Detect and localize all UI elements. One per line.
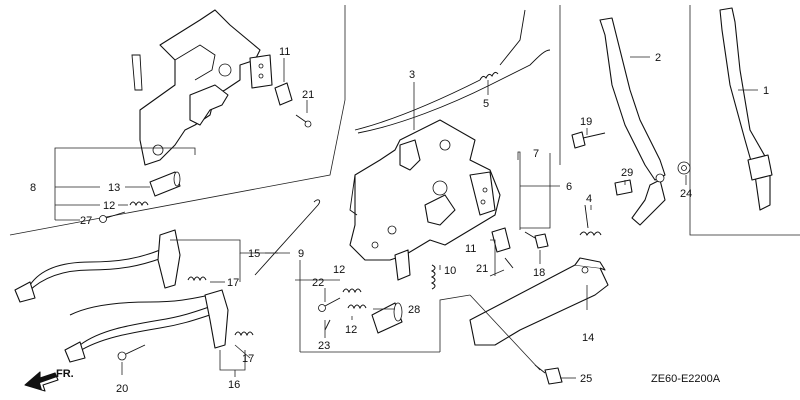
callout-27: 27	[80, 215, 92, 227]
part-9-rod	[254, 199, 321, 276]
callout-labels: 1 2 3 4 5 6 7 8 9 10 11 11 12 12 12 13 1…	[30, 46, 769, 395]
callout-23: 23	[318, 340, 330, 352]
callout-13: 13	[108, 182, 120, 194]
part-4-spring	[579, 204, 602, 236]
callout-4: 4	[586, 193, 592, 205]
callout-21-center: 21	[476, 263, 488, 275]
part-29-clip	[614, 179, 633, 196]
governor-bracket-assembly	[131, 9, 273, 166]
callout-6: 6	[566, 181, 572, 193]
callout-2: 2	[655, 52, 661, 64]
callout-28: 28	[408, 304, 420, 316]
part-24-nut	[677, 161, 691, 175]
front-direction-arrow: FR.	[24, 368, 74, 392]
front-direction-label: FR.	[56, 368, 74, 380]
diagram-code: ZE60-E2200A	[651, 373, 721, 385]
callout-10: 10	[444, 265, 456, 277]
callout-11-top: 11	[279, 46, 290, 58]
callout-7: 7	[533, 148, 539, 160]
callout-1: 1	[763, 85, 769, 97]
part-12-spring-left	[129, 201, 149, 207]
leader-lines	[54, 56, 758, 379]
part-11-top-clip	[274, 82, 293, 106]
part-23-screw	[324, 319, 331, 331]
callout-14: 14	[582, 332, 594, 344]
part-13-sleeve	[149, 171, 181, 197]
control-base-plate	[349, 119, 501, 281]
part-2-lever	[599, 17, 666, 226]
callout-21-top: 21	[302, 89, 314, 101]
part-14-plate	[469, 257, 609, 346]
callout-20: 20	[116, 383, 128, 395]
part-10-spring	[430, 264, 436, 290]
part-16-cable-assembly	[64, 289, 254, 363]
callout-18: 18	[533, 267, 545, 279]
callout-5: 5	[483, 98, 489, 110]
callout-12-center-upper: 12	[333, 264, 345, 276]
part-3-control-cable	[354, 9, 551, 134]
part-21-center-screw	[504, 257, 514, 269]
callout-15: 15	[248, 248, 260, 260]
callout-24: 24	[680, 188, 692, 200]
callout-22: 22	[312, 277, 324, 289]
divider-lines	[9, 5, 800, 236]
part-1-lever	[719, 7, 773, 211]
part-20-screw	[117, 344, 146, 361]
callout-11-center: 11	[465, 243, 476, 255]
callout-19: 19	[580, 116, 592, 128]
callout-3: 3	[409, 69, 415, 81]
part-12-spring-center	[342, 288, 367, 310]
callout-17-lower: 17	[242, 353, 254, 365]
part-27-screw	[99, 211, 126, 223]
callout-12-left: 12	[103, 200, 115, 212]
callout-29: 29	[621, 167, 633, 179]
part-22-screw	[318, 297, 341, 312]
part-18-bolt	[524, 231, 549, 249]
callout-12-center-lower: 12	[345, 324, 357, 336]
callout-25: 25	[580, 373, 592, 385]
part-21-top-screw	[295, 114, 312, 128]
part-28-sleeve	[371, 302, 403, 334]
callout-16: 16	[228, 379, 240, 391]
part-25-bolt	[534, 364, 563, 385]
callout-17-upper: 17	[227, 277, 239, 289]
callout-8: 8	[30, 182, 36, 194]
callout-9: 9	[298, 248, 304, 260]
part-19-bolt	[571, 131, 606, 149]
part-15-cable-assembly	[14, 229, 207, 303]
